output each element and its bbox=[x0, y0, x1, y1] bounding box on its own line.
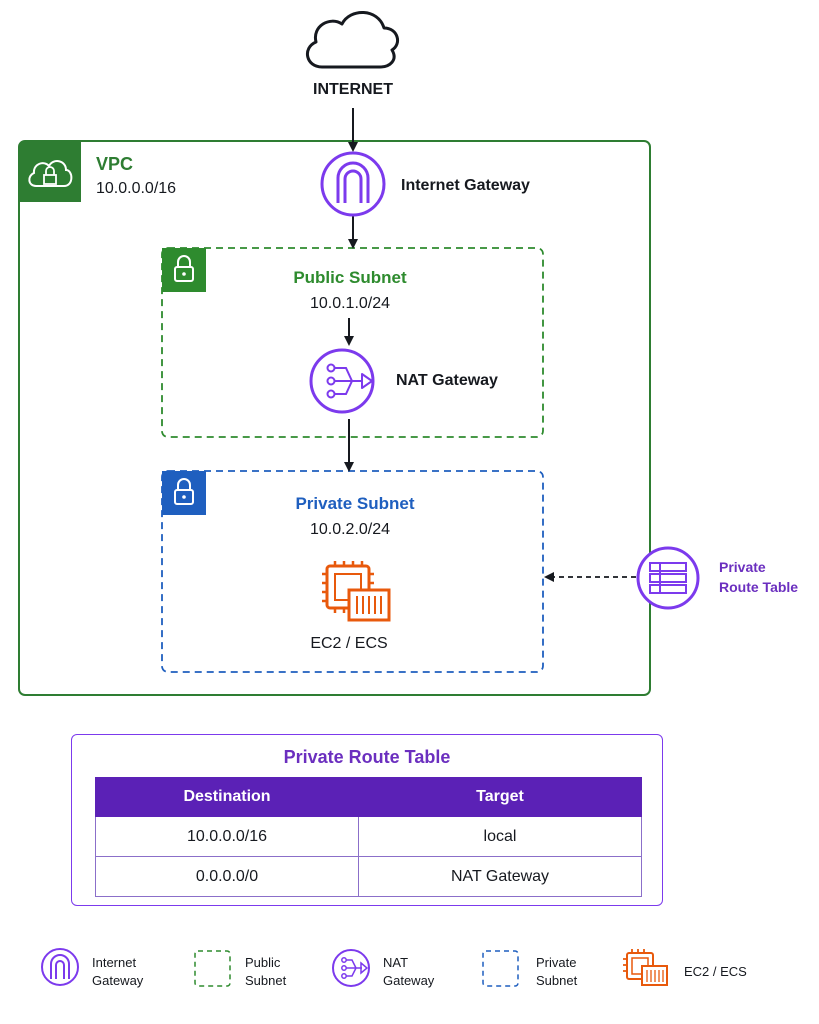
legend-chip-icon bbox=[623, 949, 668, 986]
table-cell-destination: 0.0.0.0/0 bbox=[95, 856, 359, 897]
internet-gateway-label: Internet Gateway bbox=[401, 177, 530, 194]
table-cell-target: NAT Gateway bbox=[358, 856, 642, 897]
legend-public-subnet-swatch bbox=[194, 950, 231, 987]
private-subnet-title: Private Subnet bbox=[295, 494, 415, 513]
lock-icon bbox=[162, 248, 206, 292]
route-table-title: Private Route Table bbox=[283, 747, 451, 767]
internet-label: INTERNET bbox=[313, 81, 393, 98]
legend-compute-label: EC2 / ECS bbox=[684, 964, 747, 979]
route-table: Destination Target 10.0.0.0/16 local 0.0… bbox=[95, 777, 642, 897]
route-table-node-label-line1: Private bbox=[719, 559, 766, 575]
legend-public-subnet-label: Public Subnet bbox=[245, 954, 286, 990]
cloud-icon bbox=[306, 11, 400, 69]
private-subnet-cidr: 10.0.2.0/24 bbox=[309, 521, 391, 538]
route-table-panel: Private Route Table Destination Target 1… bbox=[71, 734, 663, 906]
legend-private-subnet-label: Private Subnet bbox=[536, 954, 577, 990]
table-cell-target: local bbox=[358, 816, 642, 857]
public-subnet-title: Public Subnet bbox=[293, 268, 407, 287]
table-cell-destination: 10.0.0.0/16 bbox=[95, 816, 359, 857]
legend-private-subnet-swatch bbox=[482, 950, 519, 987]
table-row: 10.0.0.0/16 local bbox=[95, 816, 642, 857]
table-row: 0.0.0.0/0 NAT Gateway bbox=[95, 856, 642, 897]
legend-label-line: NAT bbox=[383, 955, 409, 970]
legend-label-line: Gateway bbox=[383, 973, 435, 988]
compute-label: EC2 / ECS bbox=[310, 635, 388, 652]
legend-nat-gateway-label: NAT Gateway bbox=[383, 954, 434, 990]
nat-arrows-icon bbox=[309, 348, 375, 414]
legend-label-line: Gateway bbox=[92, 973, 144, 988]
chip-icon bbox=[322, 561, 391, 622]
column-header-destination: Destination bbox=[95, 777, 359, 817]
vpc-lock-cloud-icon bbox=[19, 141, 81, 202]
vpc-cidr: 10.0.0.0/16 bbox=[96, 180, 177, 197]
nat-gateway-label: NAT Gateway bbox=[396, 372, 498, 389]
legend-gateway-arch-icon bbox=[41, 948, 79, 986]
gateway-arch-icon bbox=[320, 151, 386, 217]
legend-label-line: Internet bbox=[92, 955, 137, 970]
legend-label-line: Private bbox=[536, 955, 577, 970]
legend-nat-arrows-icon bbox=[332, 949, 370, 987]
legend-label-line: Subnet bbox=[245, 973, 287, 988]
column-header-target: Target bbox=[358, 777, 642, 817]
public-subnet-cidr: 10.0.1.0/24 bbox=[309, 295, 391, 312]
legend-label-line: Public bbox=[245, 955, 281, 970]
vpc-title: VPC bbox=[96, 154, 134, 174]
vpc-container bbox=[18, 140, 651, 696]
legend-internet-gateway-label: Internet Gateway bbox=[92, 954, 143, 990]
route-table-icon bbox=[636, 546, 700, 610]
lock-icon bbox=[162, 471, 206, 515]
route-table-node-label-line2: Route Table bbox=[719, 579, 799, 595]
legend-label-line: Subnet bbox=[536, 973, 578, 988]
table-header-row: Destination Target bbox=[95, 777, 642, 817]
